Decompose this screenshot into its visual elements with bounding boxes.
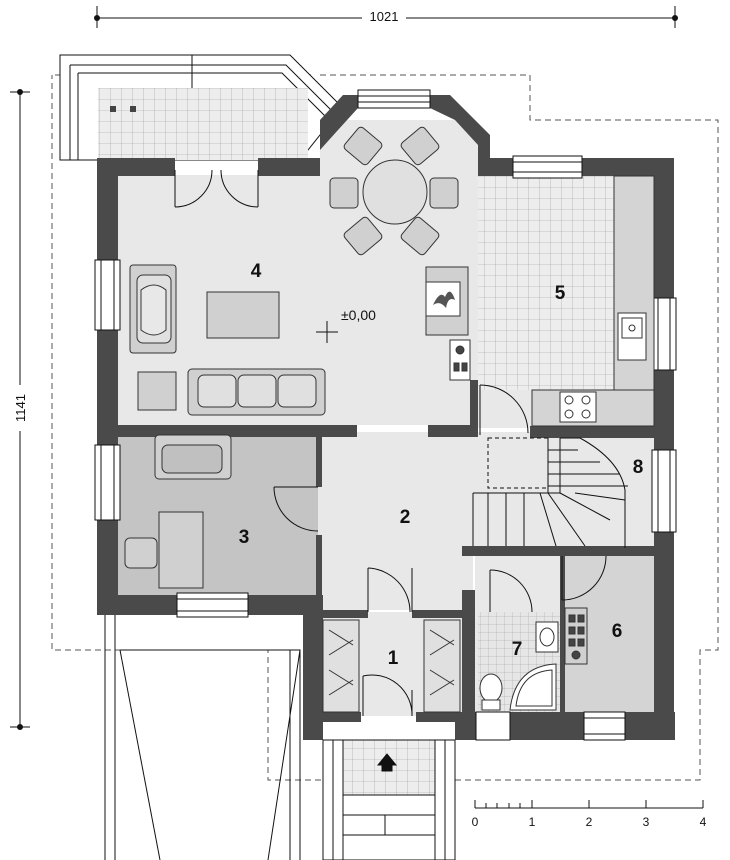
terrace [59,54,346,161]
height-dimension: 1141 [13,394,28,422]
dimension-top: 1021 [94,6,678,28]
scale-bar: 0 1 2 3 4 [472,800,707,829]
armchair-office [154,434,232,480]
level-marker: ±0,00 [316,307,376,343]
stairs [472,437,628,548]
office-chair [124,537,158,569]
room-label-3: 3 [239,527,250,548]
doors [174,169,607,717]
cooktop [559,391,597,423]
coffee-table [206,291,280,339]
scale-label-2: 2 [586,815,593,829]
pouf [137,371,177,411]
wardrobe-right [423,619,461,713]
dimension-left: 1141 [10,89,30,730]
wardrobe-left [322,619,360,713]
room-label-1: 1 [388,648,399,669]
wc-fixtures [479,621,559,711]
desk [158,511,204,589]
scale-label-0: 0 [472,815,479,829]
scale-label-1: 1 [529,815,536,829]
fireplace [425,266,469,336]
scale-label-3: 3 [643,815,650,829]
room-label-8: 8 [633,457,644,478]
dining-set [329,126,459,256]
utility-units [564,607,588,665]
wall-units [449,339,471,381]
room-label-6: 6 [612,621,623,642]
windows [94,89,677,741]
room-label-2: 2 [400,507,411,528]
level-label: ±0,00 [341,307,376,323]
width-dimension: 1021 [370,9,399,24]
sofa-left [129,264,177,354]
room-label-5: 5 [555,283,566,304]
room-label-7: 7 [512,639,523,660]
kitchen-sink [617,312,647,361]
driveway [104,615,301,860]
room-label-4: 4 [251,261,262,282]
sofa-bottom [187,368,326,416]
scale-label-4: 4 [700,815,707,829]
entrance-steps [322,739,456,860]
room-labels: 1 2 3 4 5 6 7 8 [239,261,644,669]
